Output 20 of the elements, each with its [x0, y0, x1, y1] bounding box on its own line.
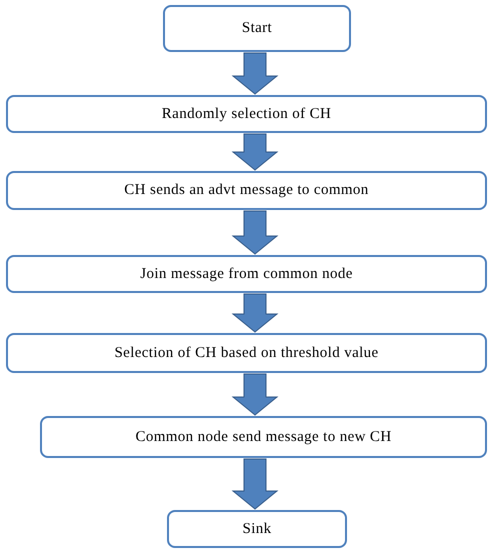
block-arrow — [232, 458, 278, 510]
process-box — [163, 5, 351, 52]
process-box — [40, 416, 487, 458]
step-text: Common node send message to new CH — [135, 428, 392, 447]
step-text: Randomly selection of CH — [162, 104, 332, 124]
process-box — [6, 333, 487, 373]
step-text: Sink — [242, 520, 272, 539]
block-arrow — [232, 134, 278, 171]
process-box — [6, 95, 487, 133]
block-arrow — [232, 374, 278, 416]
step-text: Selection of CH based on threshold value — [114, 344, 379, 363]
step-text: Start — [242, 19, 272, 38]
process-box — [6, 171, 487, 210]
step-text: Join message from common node — [140, 264, 353, 284]
process-box — [6, 255, 487, 293]
block-arrow — [232, 294, 278, 333]
block-arrow — [232, 210, 278, 255]
block-arrow — [232, 52, 278, 95]
process-box — [167, 510, 347, 548]
step-text: CH sends an advt message to common — [124, 181, 369, 200]
